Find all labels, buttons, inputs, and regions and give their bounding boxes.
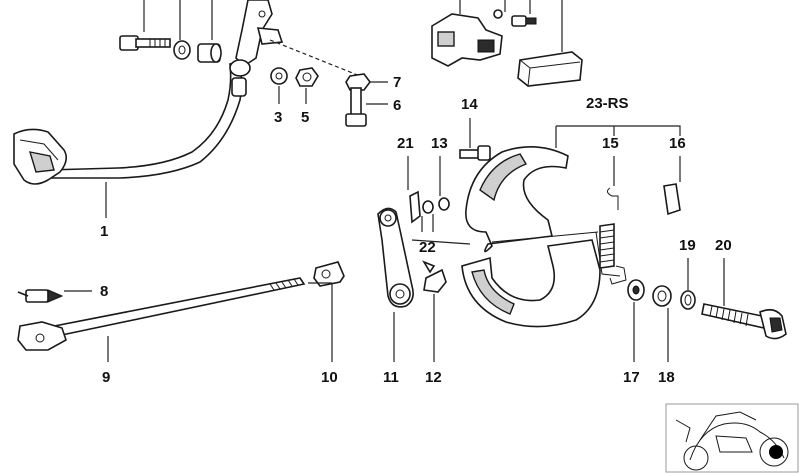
label-1: 1 [100,223,108,240]
location-marker-icon [769,445,783,459]
label-8: 8 [100,283,108,300]
part-labels: 1 3 5 6 7 8 9 10 11 12 13 14 15 16 17 18… [100,74,732,386]
brake-shoes-23 [461,125,681,328]
washer-top [173,40,191,60]
clamp-screw-8 [17,289,92,303]
bolt-6 [345,87,388,127]
washer-17 [627,279,645,362]
washer-18 [652,285,672,362]
pin-16 [663,156,681,216]
label-10: 10 [321,369,338,386]
bracket-dashed-lead [269,39,361,77]
lever-washer-21 [407,156,421,224]
hex-bolt-top [119,35,171,51]
label-23-rs: 23-RS [586,95,629,112]
nut-7 [345,73,388,91]
sleeve-top [197,43,222,63]
wing-nut-12 [422,260,447,362]
cam-shaft-20 [701,258,787,340]
label-19: 19 [679,237,696,254]
o-ring-19 [680,258,696,310]
bolt-14 [459,118,491,161]
brake-rod-9 [17,277,306,362]
top-bolt-assembly [119,0,222,63]
brake-lever-11 [377,207,414,362]
motorcycle-location-icon [675,411,789,471]
label-5: 5 [301,109,309,126]
label-3: 3 [274,109,282,126]
label-17: 17 [623,369,640,386]
washer-13 [422,156,450,214]
rubber-boot [517,51,583,87]
label-6: 6 [393,97,401,114]
label-21: 21 [397,135,414,152]
label-12: 12 [425,369,442,386]
switch-housing [431,0,563,67]
label-13: 13 [431,135,448,152]
spring-15 [599,156,627,285]
label-22: 22 [419,239,436,256]
label-16: 16 [669,135,686,152]
leader-22 [411,214,471,245]
label-15: 15 [602,135,619,152]
nut-5 [295,67,319,104]
adjuster-nut-10 [308,261,345,362]
label-7: 7 [393,74,401,91]
label-14: 14 [461,96,478,113]
label-9: 9 [102,369,110,386]
washer-3 [270,67,288,104]
label-11: 11 [383,369,399,386]
label-18: 18 [658,369,675,386]
label-20: 20 [715,237,732,254]
brake-cable-bracket [13,0,284,218]
location-thumbnail [665,403,799,473]
